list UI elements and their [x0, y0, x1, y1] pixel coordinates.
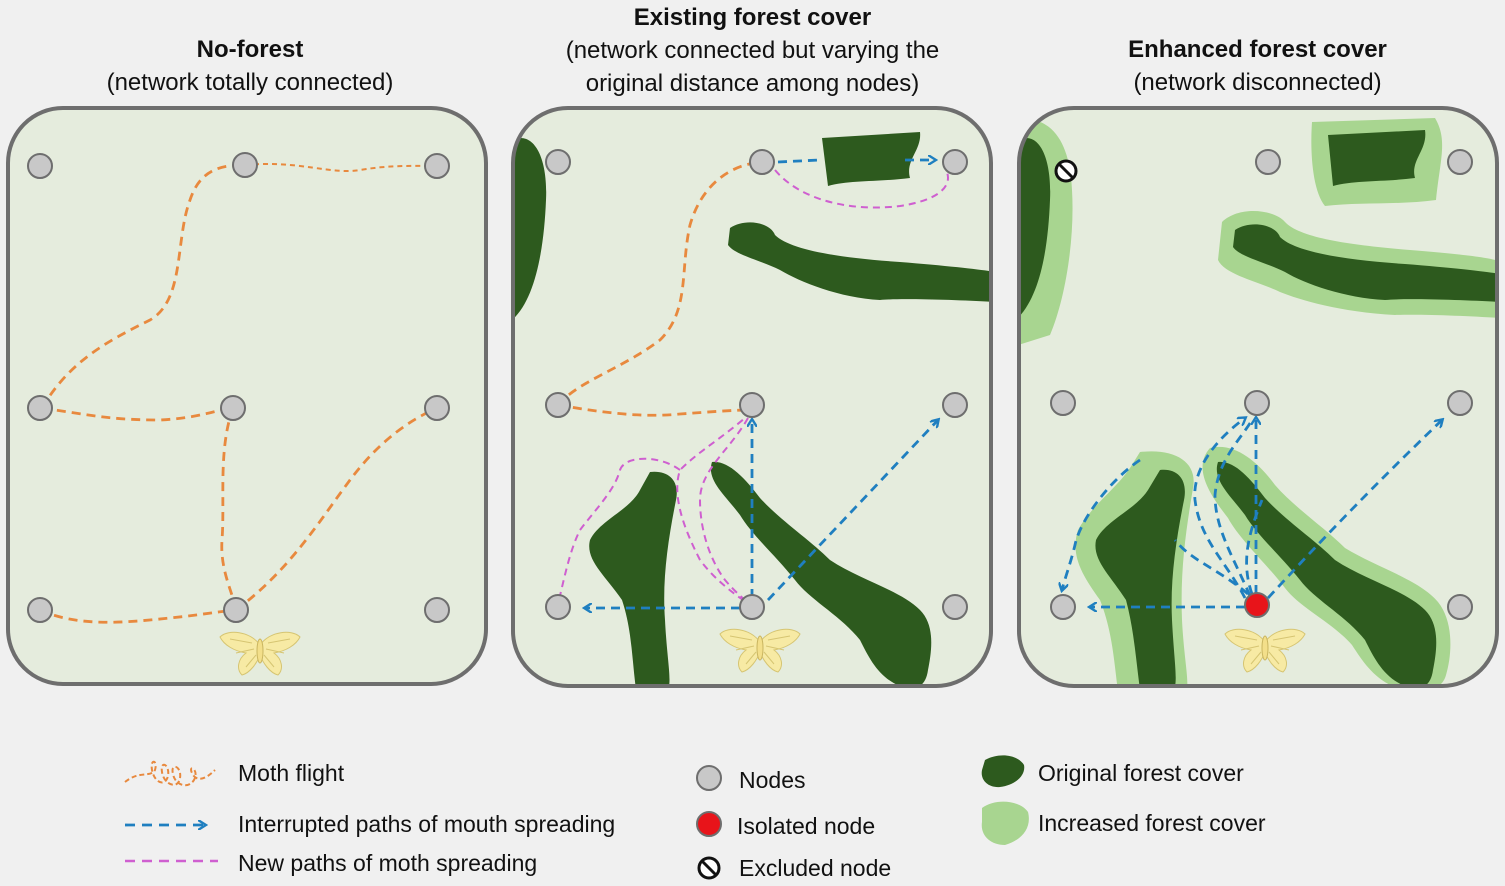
flight-path	[244, 163, 438, 172]
node-icon	[1447, 149, 1473, 175]
interrupted-path	[1245, 499, 1264, 595]
node-icon	[424, 153, 450, 179]
interrupted-path	[777, 158, 821, 164]
panel2-title: Existing forest cover	[633, 4, 872, 31]
node-icon	[1447, 390, 1473, 416]
interrupted-path	[1062, 458, 1141, 590]
panel3-nodes	[1050, 149, 1473, 620]
flight-path	[557, 403, 753, 417]
excluded-node-legend-icon	[697, 856, 721, 880]
panel3-title-block: Enhanced forest cover (network disconnec…	[1030, 33, 1485, 99]
legend-new-paths: New paths of moth spreading	[238, 850, 538, 876]
node-icon	[739, 594, 765, 620]
flight-path	[40, 163, 246, 409]
panel3-subtitle: (network disconnected)	[1133, 69, 1382, 96]
panel2-interrupted-paths	[585, 160, 938, 608]
panel1-subtitle: (network totally connected)	[106, 69, 394, 96]
legend-isolated: Isolated node	[737, 813, 876, 839]
forest-patch	[513, 138, 547, 320]
forest-patch	[589, 471, 677, 686]
panel-no-forest	[6, 106, 488, 686]
panel2-frame	[511, 106, 993, 688]
node-icon	[27, 395, 53, 421]
node-icon	[424, 395, 450, 421]
flight-path	[235, 406, 438, 612]
node-icon	[739, 392, 765, 418]
node-icon	[232, 152, 258, 178]
excluded-node-icon	[1054, 159, 1078, 183]
legend-increased-forest: Increased forest cover	[1038, 810, 1266, 836]
panel3-interrupted-paths	[1062, 418, 1442, 607]
panel3-title: Enhanced forest cover	[1128, 36, 1387, 63]
node-icon	[942, 594, 968, 620]
moth-flight-legend-icon	[124, 760, 216, 787]
node-icon	[1244, 390, 1270, 416]
node-icon	[545, 392, 571, 418]
panel1-title: No-forest	[196, 36, 304, 63]
panel2-subtitle: (network connected but varying the origi…	[565, 37, 940, 97]
panel2-new-paths	[557, 167, 949, 607]
legend-nodes: Nodes	[739, 767, 806, 793]
forest-patch	[728, 222, 991, 302]
node-icon	[545, 149, 571, 175]
node-icon	[1050, 594, 1076, 620]
new-path	[774, 167, 949, 209]
node-icon	[1255, 149, 1281, 175]
legend-graphics	[124, 755, 1029, 880]
panel2-forest	[513, 132, 991, 686]
forest-patch	[822, 132, 921, 186]
new-path	[557, 457, 681, 605]
legend-interrupted: Interrupted paths of mouth spreading	[238, 811, 616, 837]
forest-patch	[1328, 130, 1426, 186]
original-forest-legend-icon	[981, 755, 1025, 788]
interrupted-path	[1213, 419, 1254, 597]
forest-patch	[1019, 138, 1051, 318]
node-icon	[749, 149, 775, 175]
node-icon	[1447, 594, 1473, 620]
legend-original-forest: Original forest cover	[1038, 760, 1244, 786]
flight-path	[220, 407, 238, 611]
panel3-forest	[1019, 118, 1497, 686]
panel1-moth-flights	[39, 163, 438, 624]
panel-existing-forest	[511, 106, 993, 688]
node-icon	[424, 597, 450, 623]
flight-path	[39, 608, 237, 624]
panel3-frame	[1017, 106, 1499, 688]
new-path	[698, 417, 753, 607]
panel2-moth-flights	[556, 160, 763, 417]
panel1-nodes	[27, 152, 450, 623]
flight-path	[41, 406, 234, 422]
panel1-title-block: No-forest (network totally connected)	[30, 33, 470, 99]
node-icon	[942, 149, 968, 175]
new-path	[676, 411, 753, 607]
node-legend-icon	[696, 765, 722, 791]
node-icon	[220, 395, 246, 421]
forest-patch	[710, 461, 932, 686]
forest-patch	[1216, 461, 1437, 686]
forest-patch	[1095, 469, 1185, 686]
isolated-node-icon	[1244, 592, 1270, 618]
legend-excluded: Excluded node	[739, 855, 892, 881]
node-icon	[942, 392, 968, 418]
panel2-title-block: Existing forest cover (network connected…	[525, 1, 980, 100]
interrupted-path	[1266, 420, 1442, 599]
increased-forest-legend-icon	[981, 801, 1029, 845]
interrupted-path	[1193, 418, 1245, 599]
node-icon	[223, 597, 249, 623]
interrupted-path	[1173, 539, 1249, 596]
legend-moth-flight: Moth flight	[238, 760, 345, 786]
node-icon	[27, 153, 53, 179]
panel-enhanced-forest	[1017, 106, 1499, 688]
panel2-nodes	[545, 149, 968, 620]
interrupted-path	[766, 420, 938, 601]
isolated-node-legend-icon	[696, 811, 722, 837]
node-icon	[1050, 390, 1076, 416]
panel1-frame	[6, 106, 488, 686]
flight-path	[556, 160, 763, 406]
forest-patch	[1233, 224, 1497, 302]
node-icon	[27, 597, 53, 623]
node-icon	[545, 594, 571, 620]
original-forest-layer	[1019, 130, 1497, 686]
